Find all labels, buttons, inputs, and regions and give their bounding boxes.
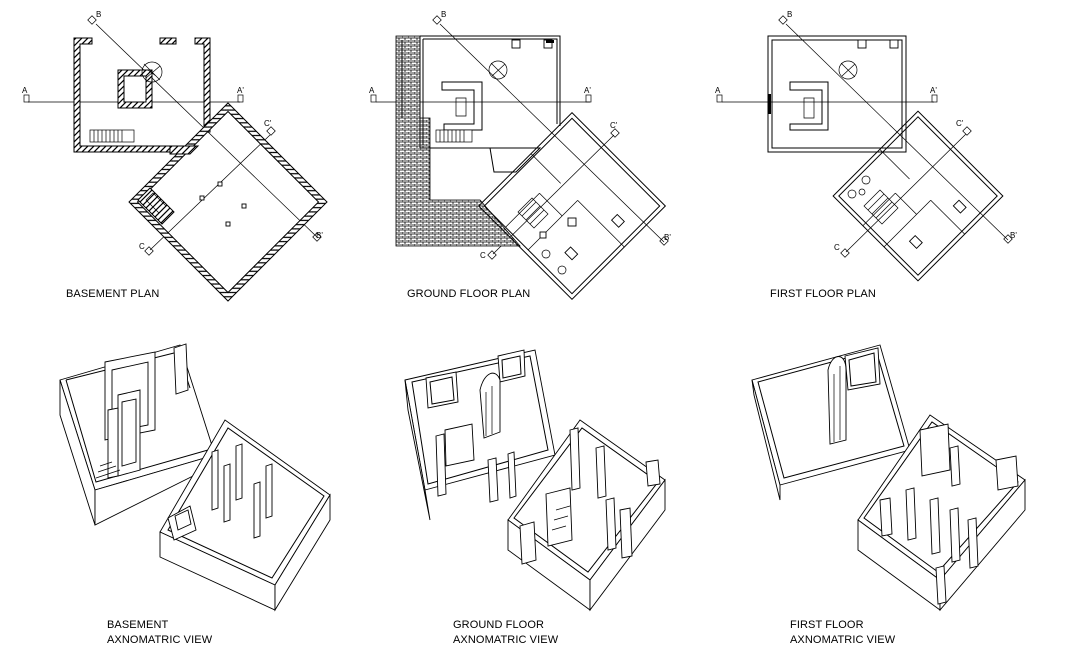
basement-plan-title: BASEMENT PLAN <box>66 288 159 300</box>
ground-floor-plan: B A A' C' C B' <box>369 10 671 301</box>
section-c-prime-label: C' <box>264 119 272 128</box>
ground-axonometric: GROUND FLOOR AXNOMATRIC VIEW <box>404 349 666 646</box>
first-floor-plan: B A A' C' C B' FIRST FLOOR PLAN <box>715 10 1017 300</box>
section-a-label: A <box>22 86 28 95</box>
section-c-label: C <box>139 242 145 251</box>
ground-section-a-label: A <box>369 86 375 95</box>
first-floor-axonometric: FIRST FLOOR AXNOMATRIC VIEW <box>751 344 1026 646</box>
first-section-a-prime-label: A' <box>930 86 937 95</box>
ground-section-b-prime-label: B' <box>664 233 671 242</box>
section-a-prime-label: A' <box>237 86 244 95</box>
first-section-c-prime-label: C' <box>956 119 964 128</box>
basement-axo-title-line1: BASEMENT <box>107 619 168 631</box>
ground-section-c-label: C <box>480 251 486 260</box>
first-section-b-label: B <box>787 10 792 19</box>
first-section-c-label: C <box>834 243 840 252</box>
basement-plan: B A A' C' C B' BAS <box>22 10 328 302</box>
ground-floor-plan-title: GROUND FLOOR PLAN <box>407 288 530 300</box>
ground-section-c-prime-label: C' <box>610 121 618 130</box>
section-b-label: B <box>96 10 101 19</box>
first-floor-plan-title: FIRST FLOOR PLAN <box>770 288 876 300</box>
basement-axonometric: BASEMENT AXNOMATRIC VIEW <box>59 343 331 646</box>
section-b-prime-label: B' <box>316 231 323 240</box>
basement-axo-title-line2: AXNOMATRIC VIEW <box>107 634 213 646</box>
ground-axo-title-line1: GROUND FLOOR <box>453 619 544 631</box>
first-axo-title-line2: AXNOMATRIC VIEW <box>790 634 896 646</box>
first-section-b-prime-label: B' <box>1010 231 1017 240</box>
ground-section-b-label: B <box>441 10 446 19</box>
ground-section-a-prime-label: A' <box>584 86 591 95</box>
ground-axo-title-line2: AXNOMATRIC VIEW <box>453 634 559 646</box>
first-axo-title-line1: FIRST FLOOR <box>790 619 864 631</box>
first-section-a-label: A <box>715 86 721 95</box>
